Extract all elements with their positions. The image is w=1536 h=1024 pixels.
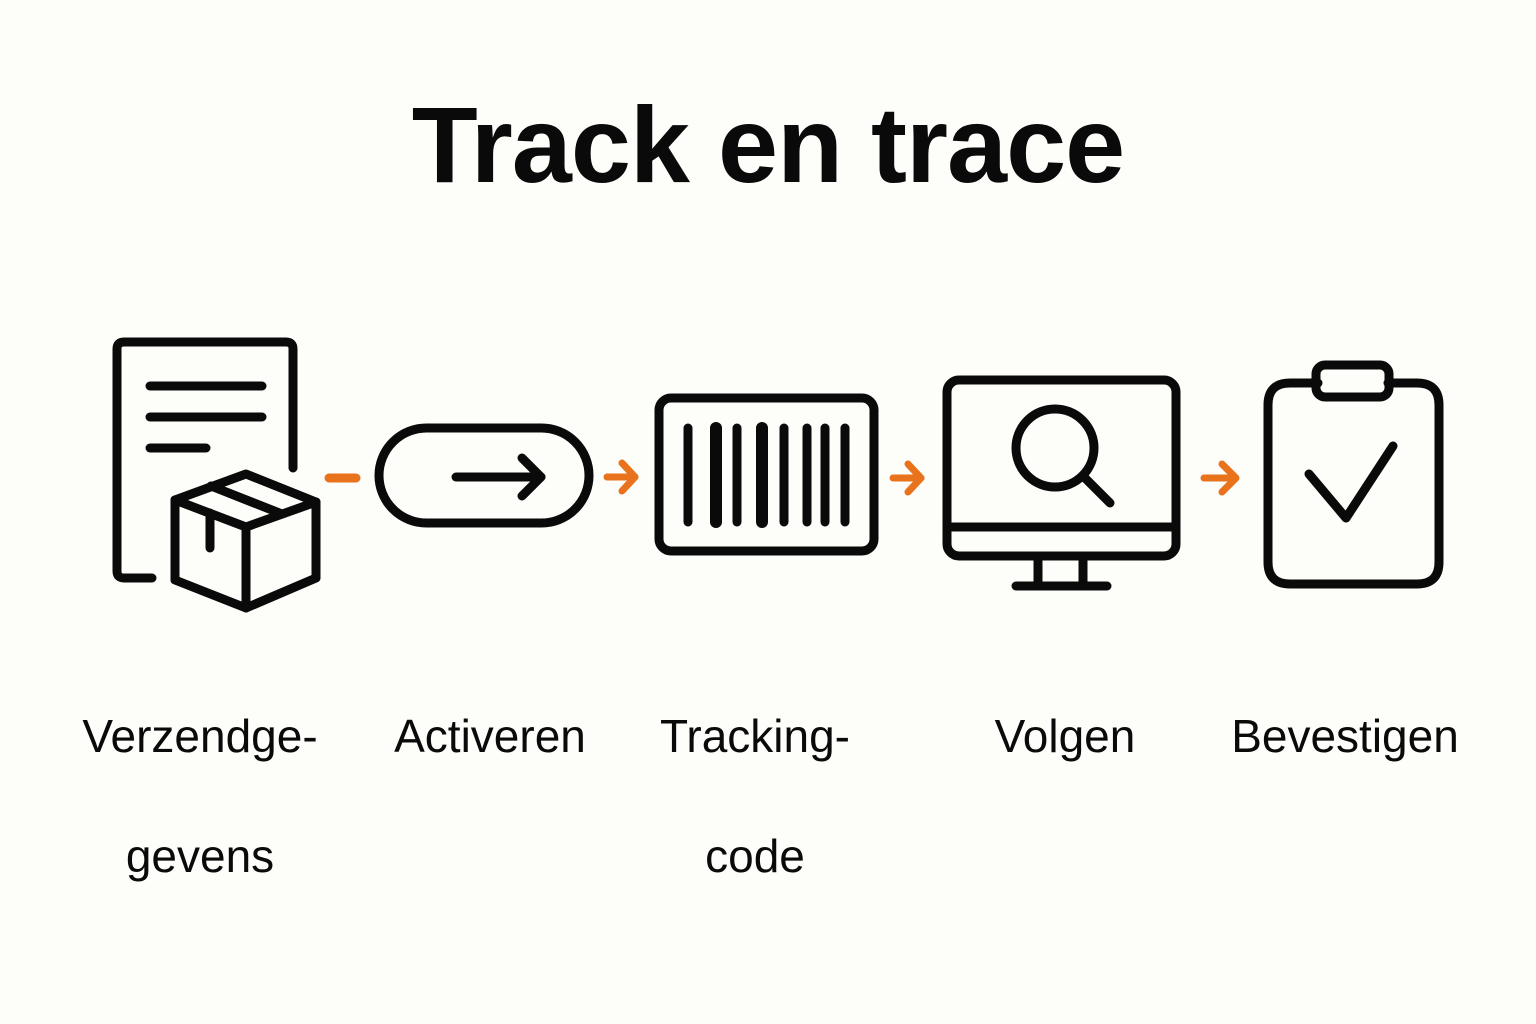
clipboard-check-icon bbox=[1263, 360, 1444, 589]
step-label-volgen: Volgen bbox=[935, 646, 1195, 826]
label-line: Tracking- bbox=[660, 710, 850, 762]
page-title: Track en trace bbox=[411, 84, 1125, 205]
label-line: Verzendge- bbox=[82, 710, 318, 762]
step-label-activeren: Activeren bbox=[360, 646, 620, 826]
step-label-trackingcode: Tracking- code bbox=[625, 646, 885, 946]
step-label-verzendgegevens: Verzendge- gevens bbox=[55, 646, 345, 946]
connector-arrow-icon bbox=[603, 459, 639, 495]
connector-arrow-icon bbox=[889, 460, 925, 496]
document-with-package-icon bbox=[112, 337, 321, 613]
step-label-bevestigen: Bevestigen bbox=[1200, 646, 1490, 826]
label-line: gevens bbox=[125, 830, 275, 882]
connector-arrow-icon bbox=[1200, 460, 1240, 496]
monitor-search-icon bbox=[942, 375, 1181, 591]
label-line: code bbox=[705, 830, 805, 882]
arrow-pill-button-icon bbox=[374, 423, 594, 528]
label-line: Bevestigen bbox=[1231, 710, 1459, 762]
label-line: Volgen bbox=[994, 710, 1136, 762]
label-line: Activeren bbox=[394, 710, 586, 762]
barcode-icon bbox=[654, 393, 879, 556]
